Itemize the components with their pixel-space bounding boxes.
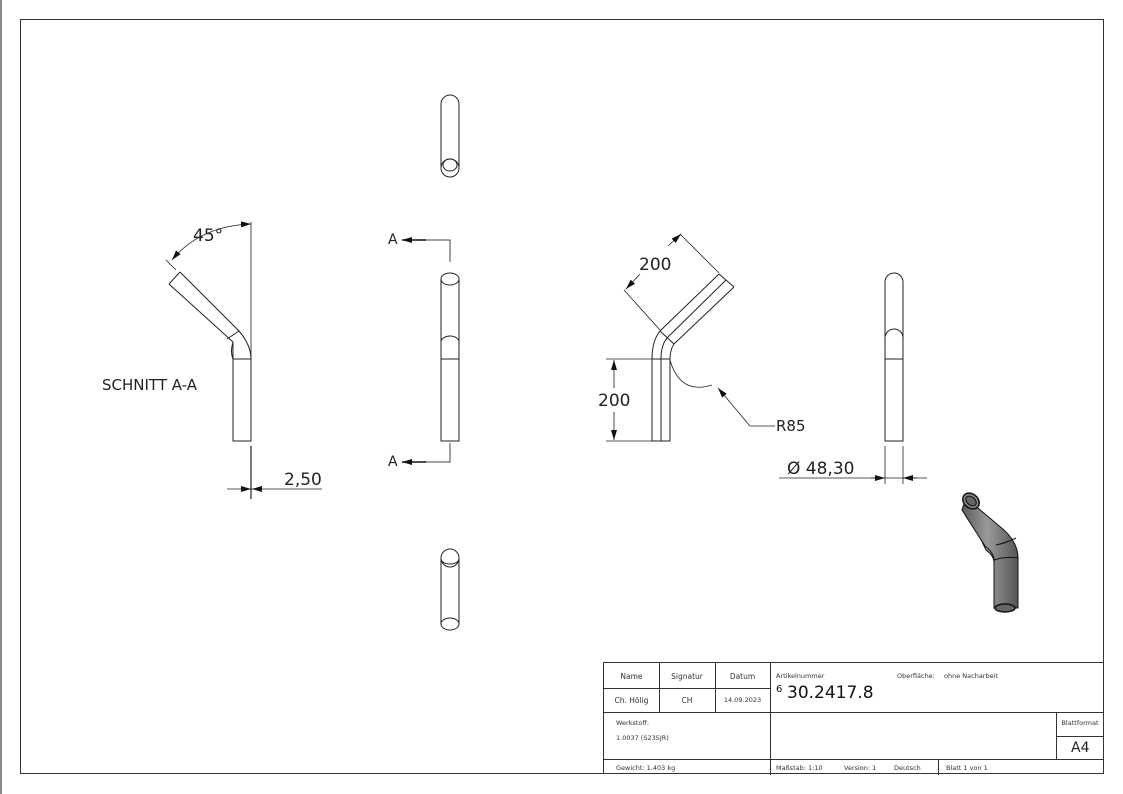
sheet-number: Blatt 1 von 1 xyxy=(946,764,988,772)
language: Deutsch xyxy=(894,764,921,772)
diameter-value: 48,30 xyxy=(805,459,855,479)
page-edge xyxy=(0,0,2,794)
version: Version: 1 xyxy=(844,764,877,772)
author-name: Ch. Hölig xyxy=(614,696,649,705)
vertical-leg-dimension: 200 xyxy=(598,391,631,411)
weight: Gewicht: 1.403 kg xyxy=(616,764,676,772)
sheet-frame xyxy=(20,19,1104,774)
section-marker-bottom: A xyxy=(388,454,398,470)
bottom-view xyxy=(440,548,460,631)
scale: Maßstab: 1:10 xyxy=(776,764,823,772)
header-date: Datum xyxy=(729,672,756,681)
side-view-dimensioned xyxy=(606,233,775,442)
surface-value: ohne Nacharbeit xyxy=(944,672,998,680)
section-label: SCHNITT A-A xyxy=(102,376,198,394)
front-view xyxy=(402,237,460,465)
bend-radius-dimension: R85 xyxy=(776,417,806,435)
diameter-dimension: Ø 48,30 xyxy=(787,459,854,479)
section-view xyxy=(165,221,322,499)
article-number-prefix: 6 xyxy=(776,684,783,695)
material-value: 1.0037 (S235JR) xyxy=(616,734,669,742)
inclined-leg-dimension: 200 xyxy=(639,255,672,275)
article-number-label: Artikelnummer xyxy=(776,672,825,680)
wall-thickness-dimension: 2,50 xyxy=(284,470,322,490)
section-marker-top: A xyxy=(388,232,398,248)
author-date: 14.09.2023 xyxy=(723,696,762,704)
header-signature: Signatur xyxy=(671,672,703,681)
isometric-view xyxy=(961,492,1019,613)
header-name: Name xyxy=(620,672,643,681)
author-signature: CH xyxy=(681,696,693,705)
sheet-format-label: Blattformat xyxy=(1061,719,1099,727)
top-view xyxy=(440,94,460,178)
article-number: 30.2417.8 xyxy=(787,683,874,703)
diameter-symbol-icon: Ø xyxy=(787,459,801,479)
side-view-right xyxy=(779,272,927,484)
sheet-format: A4 xyxy=(1071,740,1090,756)
surface-label: Oberfläche: xyxy=(897,672,935,680)
angle-dimension: 45° xyxy=(193,226,224,246)
title-block: Name Signatur Datum Ch. Hölig CH 14.09.2… xyxy=(603,662,1104,775)
material-label: Werkstoff: xyxy=(616,719,650,727)
